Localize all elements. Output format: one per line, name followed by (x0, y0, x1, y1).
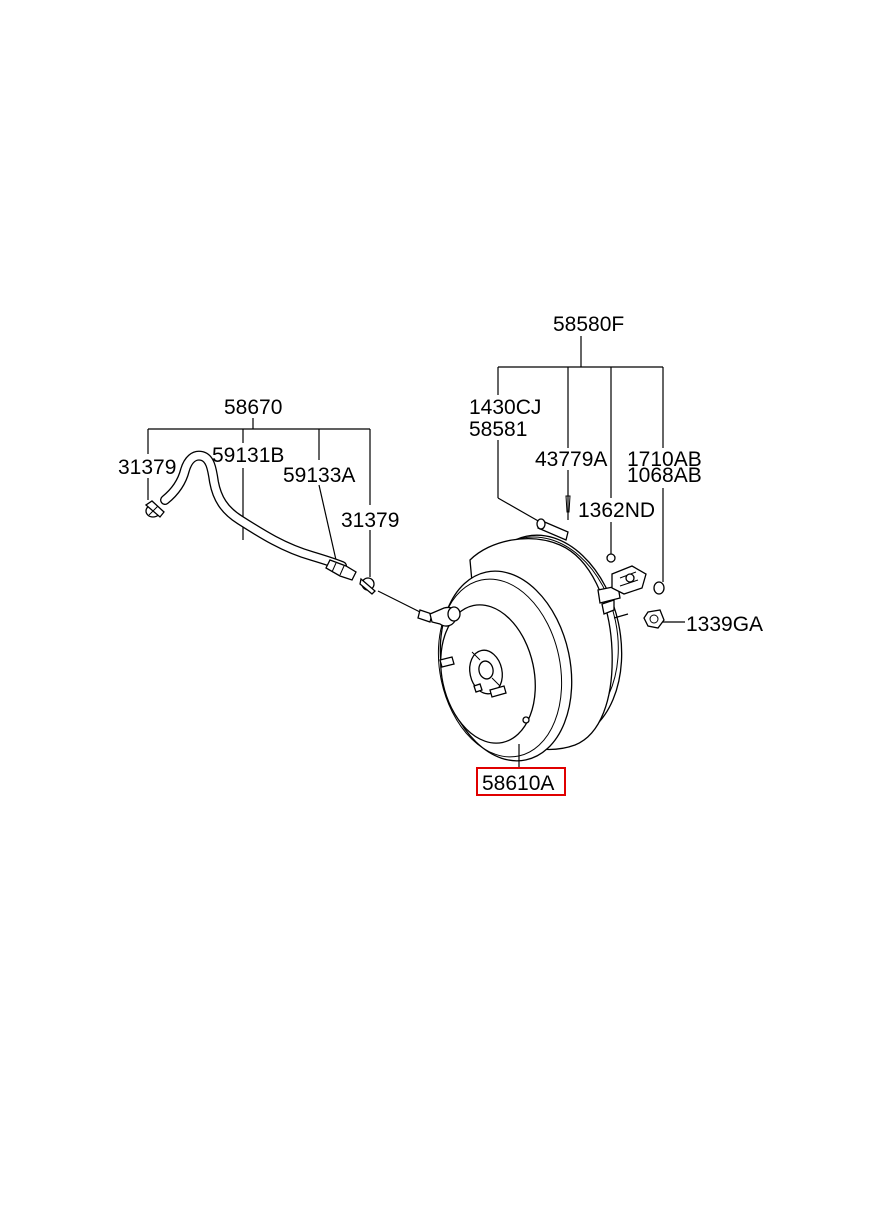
vacuum-hose-assembly (144, 450, 433, 623)
hose-clamp-right (359, 577, 376, 595)
label-1068AB[interactable]: 1068AB (627, 464, 702, 487)
leader-lines-58580F (497, 336, 685, 623)
label-31379-left[interactable]: 31379 (118, 456, 176, 479)
highlight-box-58610A (476, 767, 566, 796)
check-valve (325, 559, 357, 581)
label-1430CJ[interactable]: 1430CJ (469, 396, 541, 419)
label-58581[interactable]: 58581 (469, 418, 527, 441)
nut-1339GA (643, 609, 665, 629)
clevis-yoke (611, 565, 647, 595)
label-31379-right[interactable]: 31379 (341, 509, 399, 532)
label-1710AB[interactable]: 1710AB (627, 448, 702, 471)
hose-clamp-left (144, 500, 165, 518)
label-43779A[interactable]: 43779A (535, 448, 607, 471)
label-1339GA[interactable]: 1339GA (686, 613, 763, 636)
washer (653, 581, 665, 595)
split-pin (565, 495, 571, 513)
nut-small (606, 553, 616, 563)
label-58610A[interactable]: 58610A (482, 772, 554, 795)
label-59131B[interactable]: 59131B (212, 444, 284, 467)
label-58580F[interactable]: 58580F (553, 313, 624, 336)
label-1362ND[interactable]: 1362ND (578, 499, 655, 522)
small-parts (536, 495, 665, 629)
brake-booster (429, 534, 629, 768)
clevis-pin (536, 518, 569, 541)
leader-lines-58670 (147, 418, 371, 577)
label-58670[interactable]: 58670 (224, 396, 282, 419)
label-59133A[interactable]: 59133A (283, 464, 355, 487)
